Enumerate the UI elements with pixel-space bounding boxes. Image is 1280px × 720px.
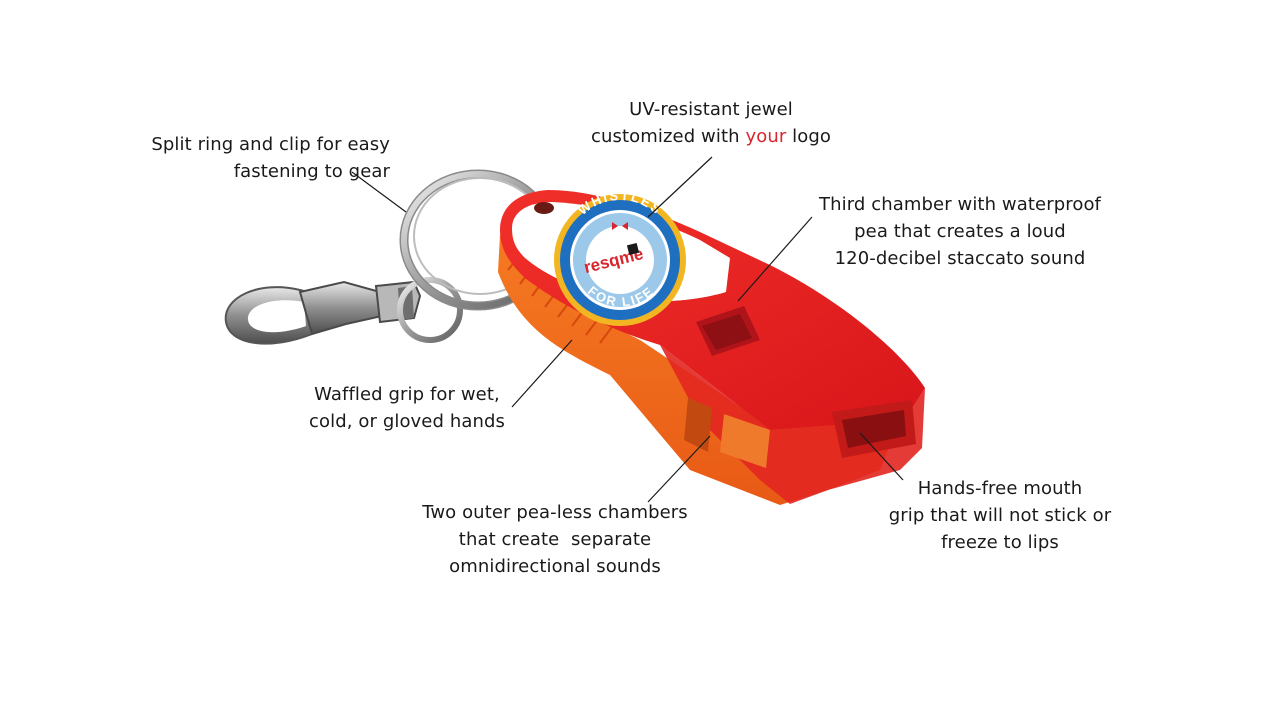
callout-outer-chambers: Two outer pea-less chambers that create … bbox=[400, 499, 710, 580]
lobster-clasp bbox=[224, 277, 463, 345]
callout-jewel-line1: UV-resistant jewel bbox=[629, 99, 793, 120]
callout-split-ring: Split ring and clip for easy fastening t… bbox=[128, 131, 390, 185]
callout-waffled-grip: Waffled grip for wet, cold, or gloved ha… bbox=[290, 381, 524, 435]
callout-jewel-text-after: logo bbox=[786, 126, 832, 147]
callout-outer-chambers-line2: that create separate bbox=[458, 529, 652, 550]
callout-lines bbox=[351, 156, 904, 503]
logo-jewel: WHISTLES FOR LIFE resqme bbox=[554, 188, 686, 326]
callout-third-chamber: Third chamber with waterproof pea that c… bbox=[800, 191, 1120, 272]
callout-waffled-grip-line2: cold, or gloved hands bbox=[309, 411, 505, 432]
callout-outer-chambers-line3: omnidirectional sounds bbox=[449, 556, 661, 577]
callout-jewel-text-before: customized with bbox=[590, 126, 746, 147]
callout-third-chamber-line2: pea that creates a loud bbox=[854, 221, 1066, 242]
callout-mouth-grip-line1: Hands-free mouth bbox=[917, 478, 1083, 499]
callout-mouth-grip-line2: grip that will not stick or bbox=[888, 505, 1112, 526]
callout-jewel-accent: your bbox=[745, 126, 787, 147]
callout-jewel-line2: customized with your logo bbox=[576, 123, 846, 150]
callout-split-ring-line2: fastening to gear bbox=[233, 161, 390, 182]
callout-waffled-grip-line1: Waffled grip for wet, bbox=[314, 384, 500, 405]
callout-jewel: UV-resistant jewel customized with your … bbox=[576, 96, 846, 150]
callout-outer-chambers-line1: Two outer pea-less chambers bbox=[422, 502, 688, 523]
callout-third-chamber-line1: Third chamber with waterproof bbox=[818, 194, 1101, 215]
callout-split-ring-line1: Split ring and clip for easy bbox=[151, 134, 390, 155]
callout-mouth-grip: Hands-free mouth grip that will not stic… bbox=[870, 475, 1130, 556]
callout-mouth-grip-line3: freeze to lips bbox=[941, 532, 1059, 553]
callout-third-chamber-line3: 120-decibel staccato sound bbox=[834, 248, 1086, 269]
